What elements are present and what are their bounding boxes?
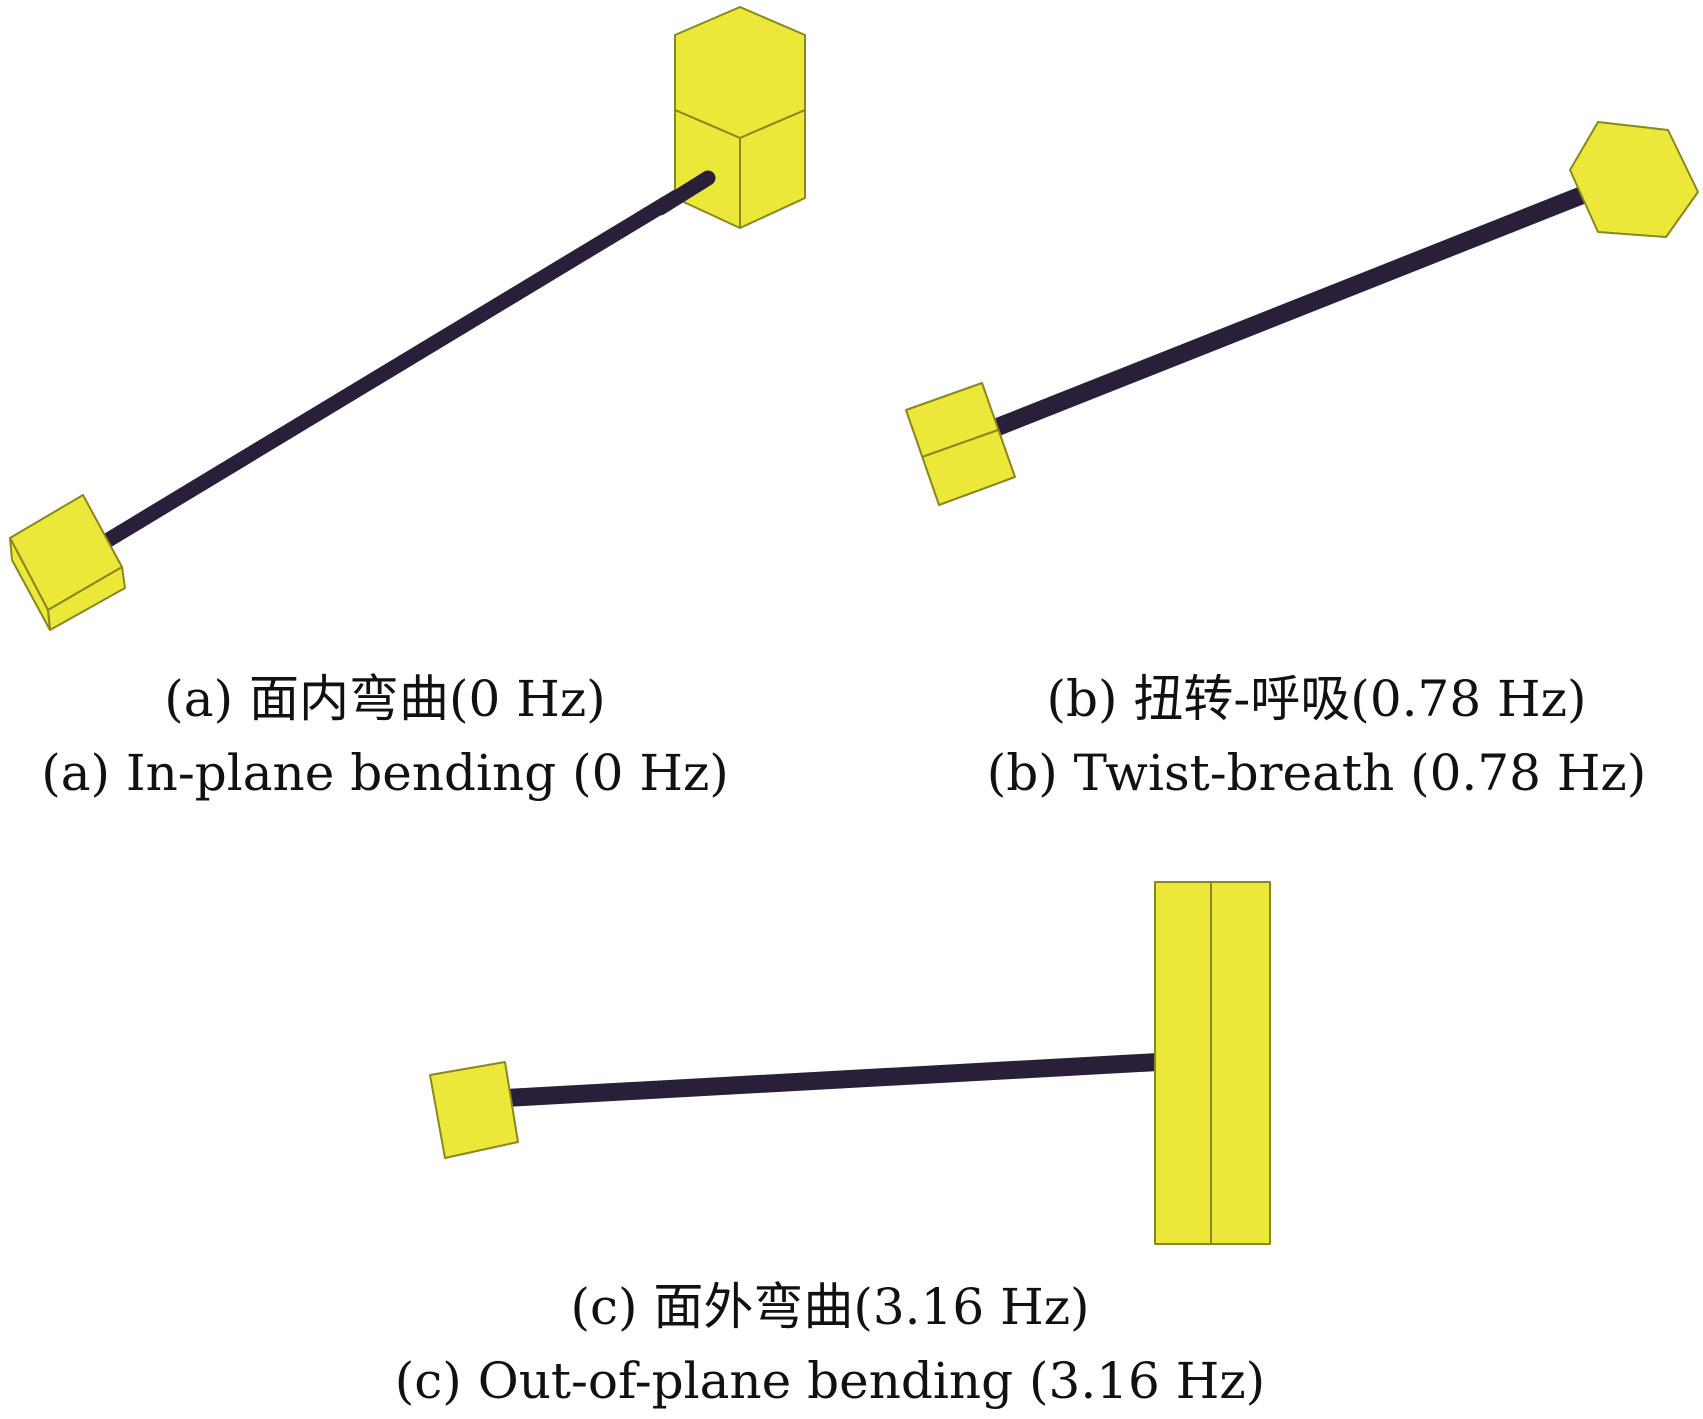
tether-a-end — [652, 170, 716, 216]
caption-c-cn: (c) 面外弯曲(3.16 Hz) — [570, 1278, 1090, 1336]
small-cube-b — [905, 382, 1016, 506]
caption-c-en: (c) Out-of-plane bending (3.16 Hz) — [394, 1352, 1266, 1410]
caption-a-en: (a) In-plane bending (0 Hz) — [41, 744, 729, 802]
hex-prism-a — [674, 6, 806, 229]
caption-b-en: (b) Twist-breath (0.78 Hz) — [986, 744, 1647, 802]
tether-b — [981, 183, 1599, 439]
tether-a — [92, 170, 716, 553]
small-cube-c — [429, 1061, 519, 1159]
tether-c — [504, 1053, 1159, 1107]
small-cube-a — [9, 494, 126, 631]
panel-c-drawing — [429, 881, 1271, 1245]
tall-prism-c — [1154, 881, 1271, 1245]
panel-a-drawing — [9, 6, 806, 631]
caption-a: (a) 面内弯曲(0 Hz) (a) In-plane bending (0 H… — [0, 662, 770, 810]
caption-b-cn: (b) 扭转-呼吸(0.78 Hz) — [1046, 670, 1587, 728]
hexagon-b — [1569, 121, 1699, 238]
caption-c: (c) 面外弯曲(3.16 Hz) (c) Out-of-plane bendi… — [330, 1270, 1330, 1418]
caption-b: (b) 扭转-呼吸(0.78 Hz) (b) Twist-breath (0.7… — [930, 662, 1703, 810]
panel-b-drawing — [905, 121, 1699, 506]
caption-a-cn: (a) 面内弯曲(0 Hz) — [164, 670, 606, 728]
